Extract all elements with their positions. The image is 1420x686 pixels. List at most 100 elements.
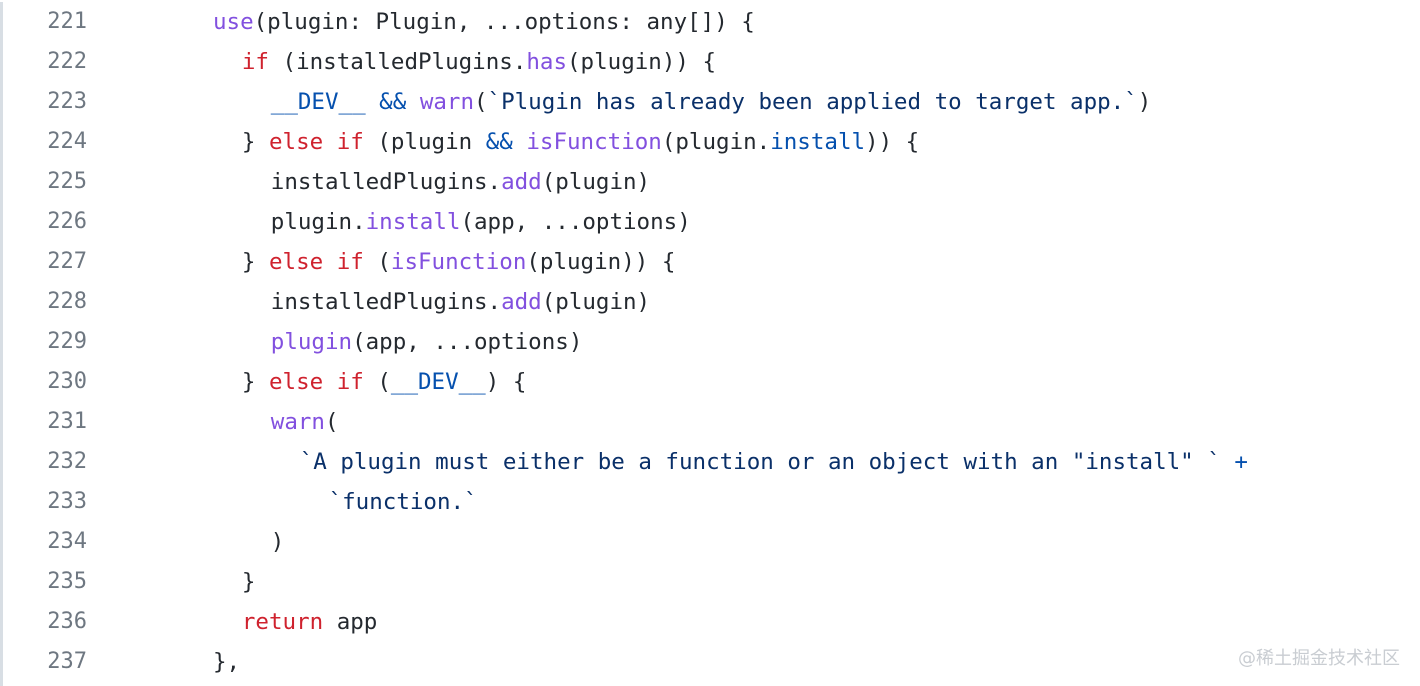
- line-number: 230: [47, 369, 87, 394]
- code-text: plugin(app, ...options): [271, 322, 583, 362]
- code-token: else if: [268, 249, 364, 275]
- line-number: 227: [47, 249, 87, 274]
- line-number: 237: [47, 649, 87, 674]
- code-token: [406, 89, 420, 115]
- code-line: 228 installedPlugins.add(plugin): [3, 282, 1413, 322]
- code-token: [366, 89, 380, 115]
- code-text: if (installedPlugins.has(plugin)) {: [242, 42, 716, 82]
- code-token: }: [241, 249, 269, 275]
- line-number: 236: [47, 609, 87, 634]
- code-token: use: [213, 9, 254, 35]
- code-line: 230} else if (__DEV__) {: [3, 362, 1413, 402]
- code-token: return: [241, 609, 324, 635]
- line-number: 221: [47, 9, 87, 34]
- code-token: `Plugin has already been applied to targ…: [487, 89, 1138, 115]
- code-token: `function.`: [328, 489, 478, 515]
- code-token: `A plugin must either be a function or a…: [299, 449, 1221, 475]
- code-line: 235}: [3, 562, 1413, 602]
- line-number: 235: [47, 569, 87, 594]
- line-number: 225: [47, 169, 87, 194]
- watermark: @稀土掘金技术社区: [1238, 648, 1400, 669]
- code-text: __DEV__ && warn(`Plugin has already been…: [271, 82, 1152, 122]
- code-text: warn(: [271, 402, 339, 442]
- code-token: __DEV__: [390, 369, 486, 395]
- code-token: add: [501, 289, 542, 315]
- code-token: (installedPlugins.: [268, 49, 527, 75]
- code-line: 233 `function.`: [3, 482, 1413, 522]
- line-number: 229: [47, 329, 87, 354]
- code-text: },: [213, 642, 240, 682]
- code-token: ): [1137, 89, 1152, 115]
- code-token: warn: [270, 409, 325, 435]
- code-line: 237},: [3, 642, 1413, 682]
- code-text: installedPlugins.add(plugin): [271, 162, 650, 202]
- code-line: 232`A plugin must either be a function o…: [3, 442, 1413, 482]
- code-text: } else if (isFunction(plugin)) {: [242, 242, 676, 282]
- code-token: ) {: [485, 369, 527, 395]
- code-token: (app, ...options): [352, 329, 583, 355]
- code-line: 229 plugin(app, ...options): [3, 322, 1413, 362]
- code-text: }: [242, 562, 256, 602]
- code-token: (plugin.: [661, 129, 771, 155]
- code-line: 224} else if (plugin && isFunction(plugi…: [3, 122, 1413, 162]
- line-number: 224: [47, 129, 87, 154]
- code-token: (: [474, 89, 488, 115]
- line-number: 228: [47, 289, 87, 314]
- code-token: (app, ...options): [460, 209, 691, 235]
- code-token: install: [770, 129, 866, 155]
- code-token: (plugin): [541, 169, 651, 195]
- code-token: &&: [379, 89, 407, 115]
- line-number: 226: [47, 209, 87, 234]
- line-number: 222: [47, 49, 87, 74]
- code-text: } else if (__DEV__) {: [242, 362, 526, 402]
- code-token: [1221, 449, 1235, 475]
- code-token: plugin: [270, 329, 353, 355]
- code-token: isFunction: [390, 249, 527, 275]
- code-token: (: [363, 369, 391, 395]
- code-token: }: [241, 369, 269, 395]
- code-text: `function.`: [329, 482, 478, 522]
- code-token: ): [270, 529, 285, 555]
- code-line: 231 warn(: [3, 402, 1413, 442]
- code-line: 234): [3, 522, 1413, 562]
- code-token: },: [213, 649, 241, 675]
- code-token: add: [501, 169, 542, 195]
- code-token: else if: [268, 129, 364, 155]
- code-token: (: [324, 409, 339, 435]
- code-token: (plugin: [363, 129, 486, 155]
- code-text: `A plugin must either be a function or a…: [300, 442, 1248, 482]
- code-line: 227 } else if (isFunction(plugin)) {: [3, 242, 1413, 282]
- line-number: 233: [47, 489, 87, 514]
- code-line: 225 installedPlugins.add(plugin): [3, 162, 1413, 202]
- code-text: installedPlugins.add(plugin): [271, 282, 650, 322]
- code-line: 222 if (installedPlugins.has(plugin)) {: [3, 42, 1413, 82]
- code-text: use(plugin: Plugin, ...options: any[]) {: [213, 2, 755, 42]
- code-token: (plugin: Plugin, ...options: any[]) {: [253, 9, 755, 35]
- line-number: 234: [47, 529, 87, 554]
- code-token: [513, 129, 527, 155]
- code-token: install: [365, 209, 461, 235]
- code-token: warn: [419, 89, 474, 115]
- code-token: __DEV__: [270, 89, 366, 115]
- code-text: return app: [242, 602, 377, 642]
- line-number: 231: [47, 409, 87, 434]
- code-token: &&: [485, 129, 513, 155]
- line-number: 223: [47, 89, 87, 114]
- code-token: }: [241, 569, 256, 595]
- code-token: if: [241, 49, 269, 75]
- code-token: app: [323, 609, 378, 635]
- code-token: )) {: [865, 129, 920, 155]
- code-token: (: [363, 249, 391, 275]
- code-token: else if: [268, 369, 364, 395]
- code-token: installedPlugins.: [270, 289, 502, 315]
- code-token: (plugin)) {: [567, 49, 717, 75]
- code-text: ): [271, 522, 285, 562]
- code-token: +: [1234, 449, 1248, 475]
- code-token: (plugin): [541, 289, 651, 315]
- code-token: has: [526, 49, 568, 75]
- code-line: 223 __DEV__ && warn(`Plugin has already b…: [3, 82, 1413, 122]
- code-text: plugin.install(app, ...options): [271, 202, 691, 242]
- code-token: installedPlugins.: [270, 169, 502, 195]
- code-line: 221 use(plugin: Plugin, ...options: any[]…: [3, 2, 1413, 42]
